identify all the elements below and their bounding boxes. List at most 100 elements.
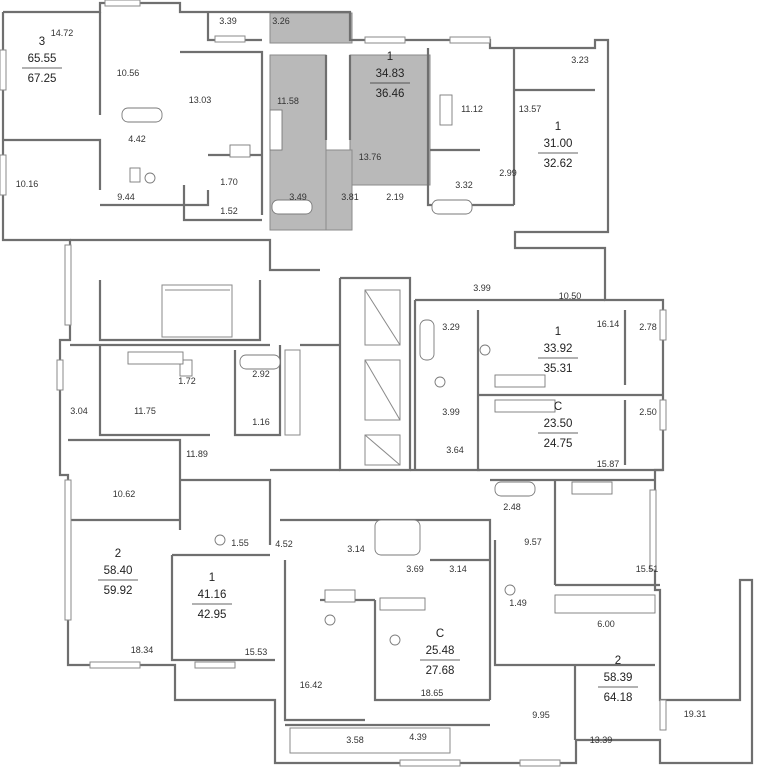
room-area-label: 3.23 <box>571 55 589 65</box>
room-area-label: 4.52 <box>275 539 293 549</box>
apartment-label-apt-33: 1 33.92 35.31 <box>538 326 578 375</box>
apartment-label-apt-31: 1 31.00 32.62 <box>538 121 578 170</box>
apartment-living-area: 65.55 <box>28 53 57 65</box>
room-area-label: 18.34 <box>131 645 154 655</box>
room-area-label: 15.53 <box>245 647 268 657</box>
room-area-label: 16.42 <box>300 680 323 690</box>
room-area-label: 11.75 <box>134 406 156 416</box>
apartment-label-apt-34: 1 34.83 36.46 <box>370 51 410 100</box>
apartment-total-area: 42.95 <box>198 609 227 621</box>
room-area-label: 2.50 <box>639 407 657 417</box>
room-area-label: 1.72 <box>178 376 196 386</box>
apartment-rooms: 2 <box>615 655 621 667</box>
room-area-label: 3.39 <box>219 16 237 26</box>
room-area-label: 4.42 <box>128 134 146 144</box>
room-area-label: 9.57 <box>524 537 542 547</box>
room-area-label: 2.19 <box>386 192 404 202</box>
room-area-label: 1.16 <box>252 417 270 427</box>
room-area-label: 11.12 <box>461 104 483 114</box>
room-area-label: 2.78 <box>639 322 657 332</box>
apartment-living-area: 41.16 <box>198 589 227 601</box>
room-area-label: 3.49 <box>289 192 307 202</box>
core-walls <box>70 238 480 472</box>
apartment-label-apt-25: С 25.48 27.68 <box>420 628 460 677</box>
room-area-label: 3.81 <box>341 192 359 202</box>
right-walls <box>413 298 663 740</box>
apartment-rooms: С <box>554 401 562 413</box>
room-area-label: 1.49 <box>509 598 527 608</box>
apartment-living-area: 31.00 <box>544 138 573 150</box>
apartment-label-apt-23: С 23.50 24.75 <box>538 401 578 450</box>
apartment-rooms: 1 <box>209 572 215 584</box>
apartment-label-apt-58b: 2 58.39 64.18 <box>598 655 638 704</box>
room-area-label: 15.87 <box>597 459 620 469</box>
room-area-label: 1.70 <box>220 177 238 187</box>
room-area-label: 9.95 <box>532 710 550 720</box>
room-area-label: 13.57 <box>519 104 542 114</box>
apartment-living-area: 23.50 <box>544 418 573 430</box>
kitchen-counters <box>127 94 656 614</box>
room-area-label: 16.14 <box>597 319 620 329</box>
left-bottom-walls <box>68 343 492 727</box>
room-area-label: 13.76 <box>359 152 382 162</box>
apartment-living-area: 58.40 <box>104 565 133 577</box>
room-area-label: 4.39 <box>409 732 427 742</box>
room-area-label: 13.39 <box>590 735 613 745</box>
room-area-label: 2.48 <box>503 502 521 512</box>
bath-fixtures <box>121 107 536 646</box>
apartment-total-area: 24.75 <box>544 438 573 450</box>
room-area-label: 3.14 <box>449 564 467 574</box>
room-area-label: 11.58 <box>277 96 299 106</box>
apartment-living-area: 34.83 <box>376 68 405 80</box>
room-area-label: 2.99 <box>499 168 517 178</box>
apartment-rooms: 1 <box>555 121 561 133</box>
room-area-label: 3.26 <box>272 16 290 26</box>
room-area-label: 3.29 <box>442 322 460 332</box>
room-area-label: 15.51 <box>636 564 659 574</box>
room-area-label: 14.72 <box>51 28 74 38</box>
room-area-label: 19.31 <box>684 709 707 719</box>
apartment-total-area: 35.31 <box>544 363 573 375</box>
room-area-label: 10.62 <box>113 489 136 499</box>
room-area-label: 10.56 <box>117 68 140 78</box>
apartment-rooms: 1 <box>555 326 561 338</box>
apartment-label-apt-41: 1 41.16 42.95 <box>192 572 232 621</box>
apartment-label-apt-65: 3 65.55 67.25 <box>22 36 62 85</box>
apartment-rooms: 2 <box>115 548 121 560</box>
apartment-living-area: 25.48 <box>426 645 455 657</box>
apartment-labels: 3 65.55 67.25 1 34.83 36.46 1 31.00 32.62 1 33.92 3… <box>22 36 638 704</box>
room-area-label: 9.44 <box>117 192 135 202</box>
room-area-label: 10.16 <box>16 179 39 189</box>
room-area-label: 3.32 <box>455 180 473 190</box>
apartment-living-area: 58.39 <box>604 672 633 684</box>
room-area-label: 3.58 <box>346 735 364 745</box>
apartment-rooms: 3 <box>39 36 45 48</box>
apartment-total-area: 27.68 <box>426 665 455 677</box>
room-area-label: 3.99 <box>442 407 460 417</box>
room-area-label: 1.55 <box>231 538 249 548</box>
room-area-label: 3.04 <box>70 406 88 416</box>
apartment-total-area: 59.92 <box>104 585 133 597</box>
room-area-label: 3.69 <box>406 564 424 574</box>
room-area-label: 6.00 <box>597 619 615 629</box>
apartment-total-area: 64.18 <box>604 692 633 704</box>
room-area-label: 3.64 <box>446 445 464 455</box>
room-area-label: 11.89 <box>186 449 208 459</box>
room-area-label: 10.50 <box>559 291 582 301</box>
apartment-rooms: С <box>436 628 444 640</box>
apartment-rooms: 1 <box>387 51 393 63</box>
room-area-label: 18.65 <box>421 688 444 698</box>
apartment-label-apt-58a: 2 58.40 59.92 <box>98 548 138 597</box>
windows <box>0 0 667 767</box>
room-area-label: 3.14 <box>347 544 365 554</box>
room-area-label: 1.52 <box>220 206 238 216</box>
apartment-total-area: 32.62 <box>544 158 573 170</box>
room-area-label: 13.03 <box>189 95 212 105</box>
apartment-total-area: 36.46 <box>376 88 405 100</box>
room-area-label: 3.99 <box>473 283 491 293</box>
apartment-living-area: 33.92 <box>544 343 573 355</box>
apartment-total-area: 67.25 <box>28 73 57 85</box>
